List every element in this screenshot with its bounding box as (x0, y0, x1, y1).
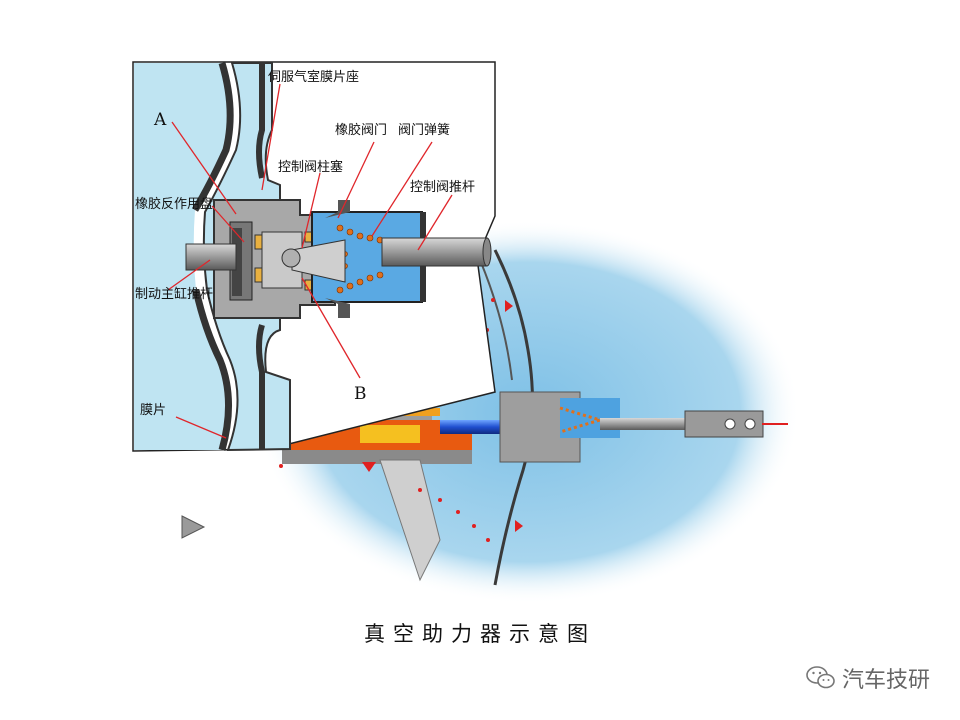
play-triangle-icon[interactable] (180, 514, 206, 540)
label-rubber-valve: 橡胶阀门 (335, 122, 387, 138)
diagram-caption: 真空助力器示意图 (364, 622, 596, 646)
inset-detail (132, 61, 496, 452)
label-plunger: 控制阀柱塞 (278, 159, 343, 175)
label-push-rod: 控制阀推杆 (410, 180, 475, 195)
label-letter-a: A (153, 110, 167, 130)
leader-lines (167, 83, 453, 439)
label-letter-b: B (354, 384, 367, 404)
wechat-icon (806, 666, 835, 689)
label-valve-spring: 阀门弹簧 (398, 122, 450, 138)
label-master-rod: 制动主缸推杆 (135, 286, 213, 302)
label-diaphragm: 膜片 (140, 403, 166, 418)
label-diaphragm-seat: 伺服气室膜片座 (268, 69, 359, 85)
part-labels: 伺服气室膜片座 A 橡胶阀门 阀门弹簧 控制阀柱塞 控制阀推杆 橡胶反作用盘 制… (135, 69, 475, 418)
watermark-text: 汽车技研 (841, 668, 930, 693)
label-reaction-disc: 橡胶反作用盘 (135, 196, 213, 212)
watermark: 汽车技研 (806, 662, 930, 694)
